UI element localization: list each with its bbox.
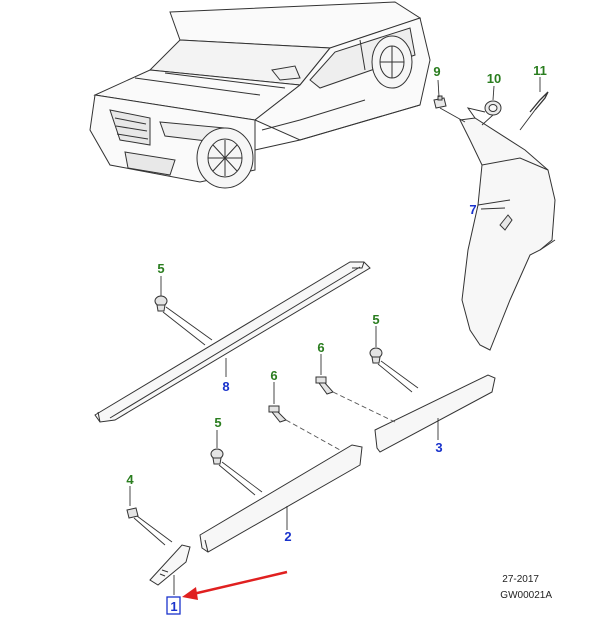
clip-part-4 [126, 507, 139, 519]
callout-4[interactable]: 4 [126, 472, 134, 487]
callout-6-left[interactable]: 6 [270, 368, 277, 383]
wheel-arch-moulding-part-7 [459, 107, 556, 351]
callout-7[interactable]: 7 [469, 202, 476, 217]
callout-5-right[interactable]: 5 [372, 312, 379, 327]
sill-moulding-part-8 [94, 261, 371, 423]
callout-1[interactable]: 1 [170, 599, 177, 614]
footer-date-code: 27-2017 [502, 574, 539, 585]
leader-lines [129, 77, 541, 595]
callout-3[interactable]: 3 [435, 440, 442, 455]
end-cap-part-1 [149, 544, 191, 586]
vehicle-overview-illustration [89, 1, 431, 189]
callout-8[interactable]: 8 [222, 379, 229, 394]
alignment-dashed-lines [285, 391, 396, 451]
stud-part-6-left [268, 405, 287, 423]
footer-drawing-id: GW00021A [500, 590, 552, 601]
grommet-part-10 [484, 100, 502, 116]
push-clip-part-5-lower [210, 448, 224, 465]
callout-2[interactable]: 2 [284, 529, 291, 544]
wire-clip-part-11 [529, 91, 549, 113]
door-moulding-part-2 [199, 444, 363, 553]
push-clip-part-5-upper [154, 295, 168, 312]
callout-6-right[interactable]: 6 [317, 340, 324, 355]
door-moulding-part-3 [374, 374, 496, 453]
clip-part-9 [433, 95, 447, 109]
push-clip-part-5-right [369, 347, 383, 364]
highlight-arrow [182, 570, 288, 600]
callout-11[interactable]: 11 [533, 63, 547, 78]
stud-part-6-right [315, 376, 334, 395]
callout-5-upper[interactable]: 5 [157, 261, 164, 276]
callout-10[interactable]: 10 [487, 71, 501, 86]
callout-5-lower[interactable]: 5 [214, 415, 221, 430]
callout-9[interactable]: 9 [433, 64, 440, 79]
callout-labels: 1 2 3 4 5 5 5 6 6 7 8 9 10 11 [126, 63, 546, 614]
callout-1-highlight-box [166, 596, 181, 615]
